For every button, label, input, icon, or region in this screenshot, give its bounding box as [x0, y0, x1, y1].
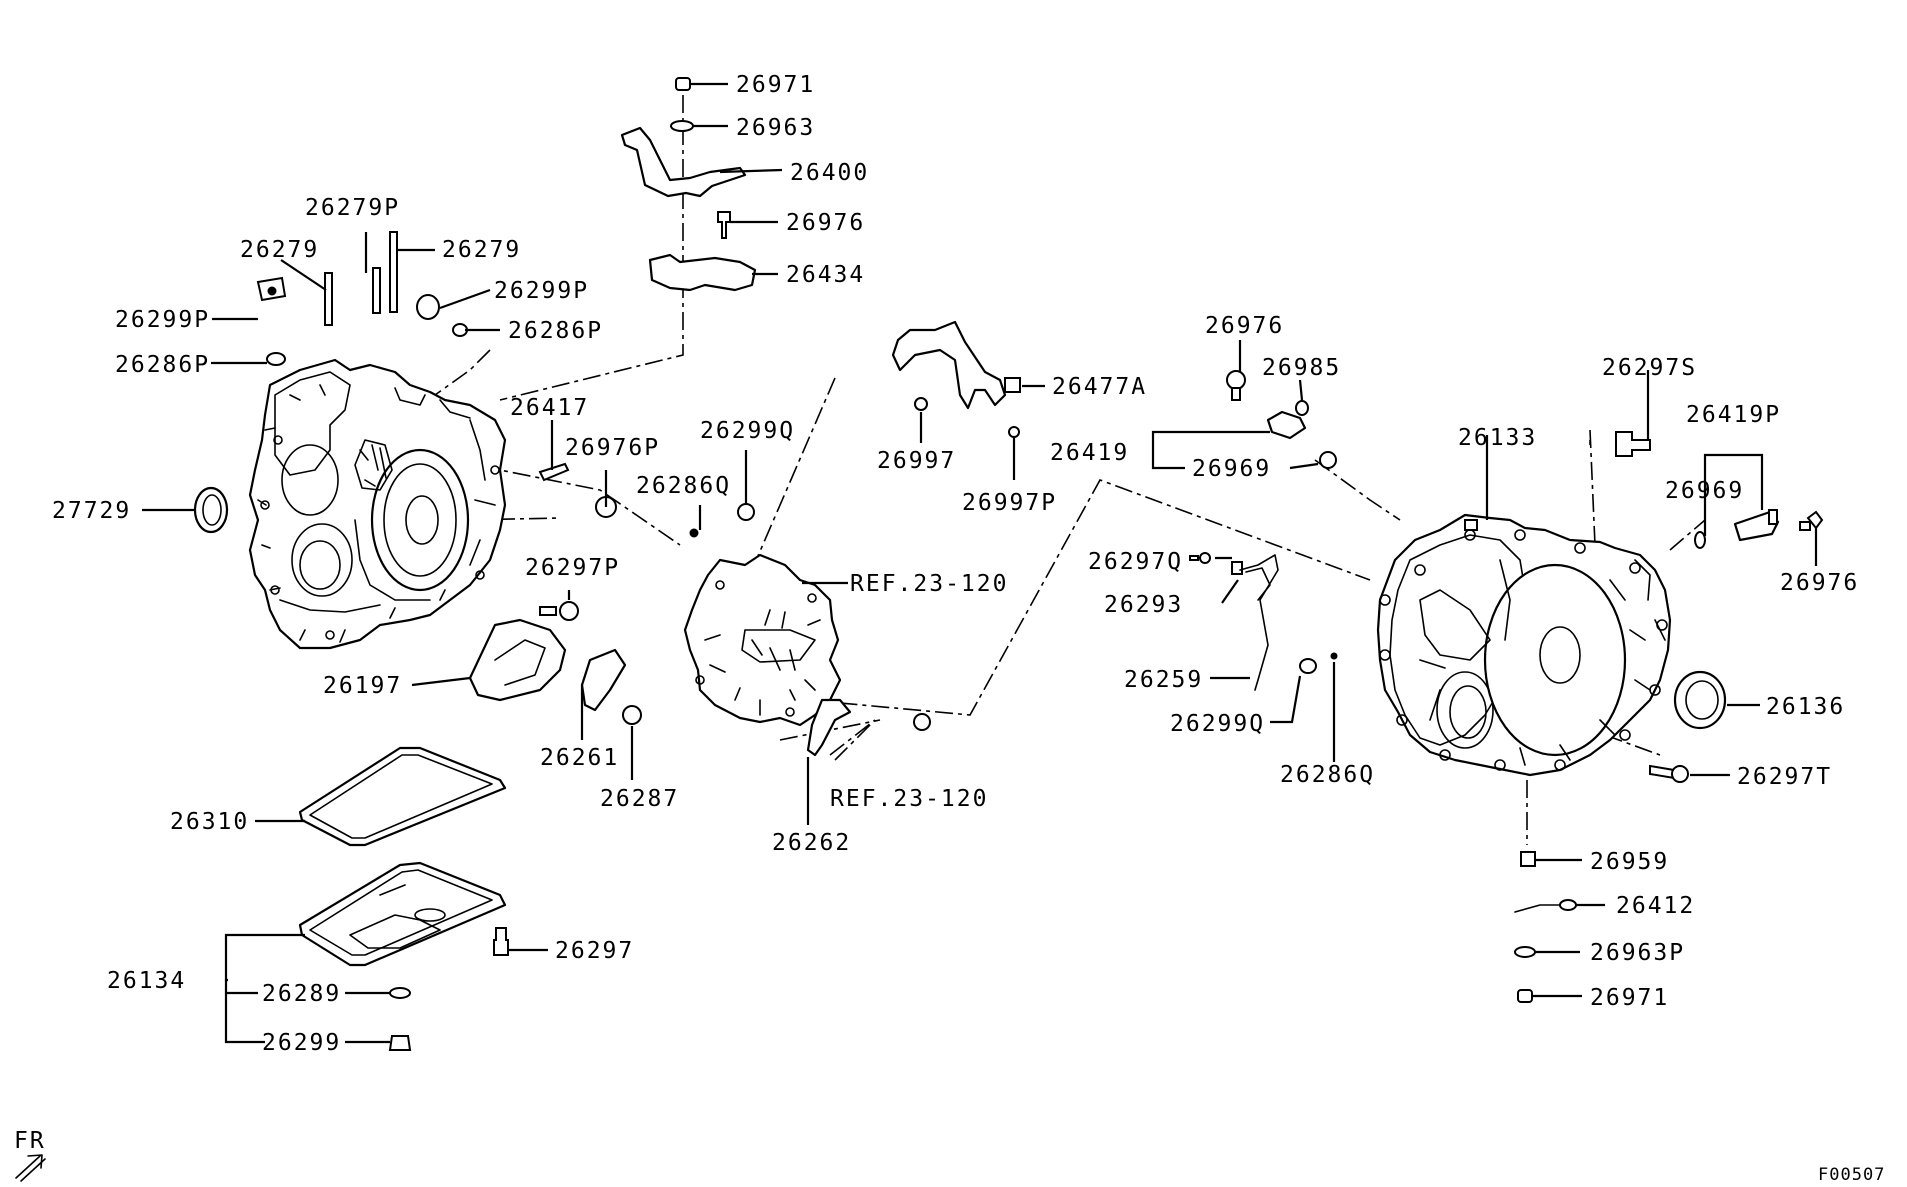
label-26261: 26261	[540, 745, 619, 771]
label-ref-23-120-bottom: REF.23-120	[830, 786, 988, 812]
figure-code: F00507	[1818, 1165, 1885, 1185]
label-26969-mid: 26969	[1192, 456, 1271, 482]
oil-pan	[298, 861, 507, 967]
label-26297: 26297	[555, 938, 634, 964]
label-26477A: 26477A	[1052, 374, 1147, 400]
hardware-parts	[193, 77, 1824, 1051]
label-26997P: 26997P	[962, 490, 1057, 516]
label-26262: 26262	[772, 830, 851, 856]
label-26279P: 26279P	[305, 195, 400, 221]
label-26293: 26293	[1104, 592, 1183, 618]
label-26286Q-left: 26286Q	[636, 473, 731, 499]
orientation-indicator: FR	[14, 1128, 46, 1182]
orientation-label: FR	[14, 1128, 46, 1154]
label-26297Q: 26297Q	[1088, 549, 1183, 575]
label-26969-right: 26969	[1665, 478, 1744, 504]
label-26959: 26959	[1590, 849, 1669, 875]
label-26279-right: 26279	[442, 237, 521, 263]
label-26299P-left: 26299P	[115, 307, 210, 333]
label-26971-bottom: 26971	[1590, 985, 1669, 1011]
label-26286P-left: 26286P	[115, 352, 210, 378]
label-26434: 26434	[786, 262, 865, 288]
label-26286P-right: 26286P	[508, 318, 603, 344]
label-26971-top: 26971	[736, 72, 815, 98]
transmission-cover-middle	[683, 553, 842, 727]
label-26419: 26419	[1050, 440, 1129, 466]
label-26299P-right: 26299P	[494, 278, 589, 304]
label-26134: 26134	[107, 968, 186, 994]
label-26310: 26310	[170, 809, 249, 835]
label-26259: 26259	[1124, 667, 1203, 693]
label-26299: 26299	[262, 1030, 341, 1056]
label-26136: 26136	[1766, 694, 1845, 720]
label-26133: 26133	[1458, 425, 1537, 451]
label-26417: 26417	[510, 395, 589, 421]
transmission-case-right	[1376, 513, 1672, 777]
label-26985: 26985	[1262, 355, 1341, 381]
label-26297S: 26297S	[1602, 355, 1697, 381]
leader-lines	[142, 82, 1818, 1044]
label-26976P: 26976P	[565, 435, 660, 461]
label-26419P: 26419P	[1686, 402, 1781, 428]
label-26286Q-right: 26286Q	[1280, 762, 1375, 788]
label-26963P: 26963P	[1590, 940, 1685, 966]
label-26287: 26287	[600, 786, 679, 812]
label-26976-top: 26976	[786, 210, 865, 236]
label-26197: 26197	[323, 673, 402, 699]
part-number-labels: 26971 26963 26400 26976 26434 26279P 262…	[52, 72, 1859, 1056]
label-26289: 26289	[262, 981, 341, 1007]
front-arrow-icon	[15, 1154, 43, 1179]
oil-pan-gasket	[298, 746, 507, 847]
label-ref-23-120-top: REF.23-120	[850, 571, 1008, 597]
label-26299Q-right: 26299Q	[1170, 711, 1265, 737]
label-26997: 26997	[877, 448, 956, 474]
label-26279-left: 26279	[240, 237, 319, 263]
label-26963: 26963	[736, 115, 815, 141]
label-26976-mid: 26976	[1205, 313, 1284, 339]
label-26400: 26400	[790, 160, 869, 186]
transmission-case-left	[248, 358, 507, 650]
label-26976-right: 26976	[1780, 570, 1859, 596]
label-26297T: 26297T	[1737, 764, 1832, 790]
label-26412: 26412	[1616, 893, 1695, 919]
label-27729: 27729	[52, 498, 131, 524]
label-26299Q-left: 26299Q	[700, 418, 795, 444]
label-26297P: 26297P	[525, 555, 620, 581]
